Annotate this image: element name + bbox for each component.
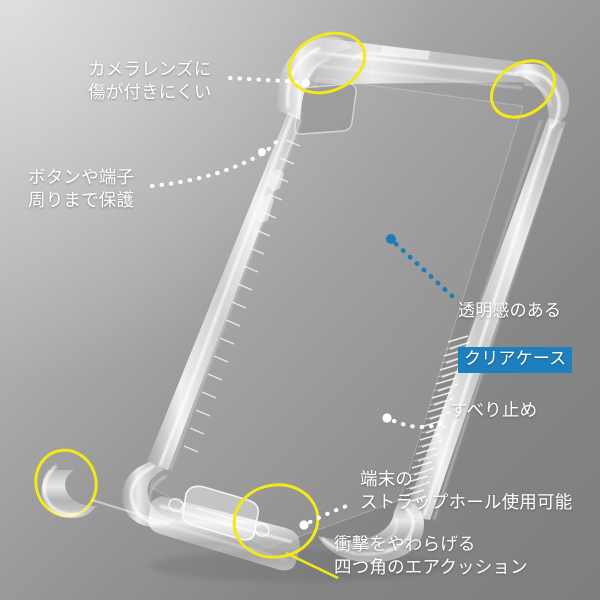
- callout-anti-slip: すべり止め: [450, 400, 538, 420]
- callout-strap-hole: 端末の ストラップホール使用可能: [360, 469, 573, 513]
- leader-camera-lens: [228, 76, 311, 88]
- button-cutouts: [256, 169, 284, 223]
- port-cutouts: [168, 498, 270, 537]
- corner-bottom-left: [121, 462, 176, 528]
- highlight-ellipse-top-right: [490, 59, 556, 119]
- callout-clear-case-highlight: クリアケース: [458, 347, 573, 373]
- left-rail-ribs: [183, 139, 301, 453]
- highlight-ellipse-bottom-right: [232, 483, 320, 559]
- corner-bottom-right: [318, 498, 424, 563]
- callout-clear-case: 透明感のある クリアケース: [458, 278, 573, 373]
- callout-air-cushion: 衝撃をやわらげる 四つ角のエアクッション: [334, 534, 528, 578]
- case-left-rail: [146, 112, 302, 471]
- strap-hole: [182, 485, 260, 541]
- case-right-rail: [403, 118, 566, 521]
- case-bottom-left-fragment: [41, 465, 171, 525]
- leader-clear-case: [386, 234, 455, 299]
- leader-buttons-ports: [150, 138, 280, 188]
- callout-camera-lens: カメラレンズに 傷が付きにくい: [88, 59, 212, 103]
- callout-buttons-ports: ボタンや端子 周りまで保護: [28, 167, 135, 211]
- case-shadow: [150, 550, 450, 582]
- highlight-ellipse-top-left: [287, 31, 367, 95]
- leader-air-cushion: [285, 551, 339, 580]
- callout-clear-case-line1: 透明感のある: [458, 301, 562, 321]
- leader-anti-slip: [382, 413, 446, 429]
- leader-strap-hole: [299, 502, 354, 530]
